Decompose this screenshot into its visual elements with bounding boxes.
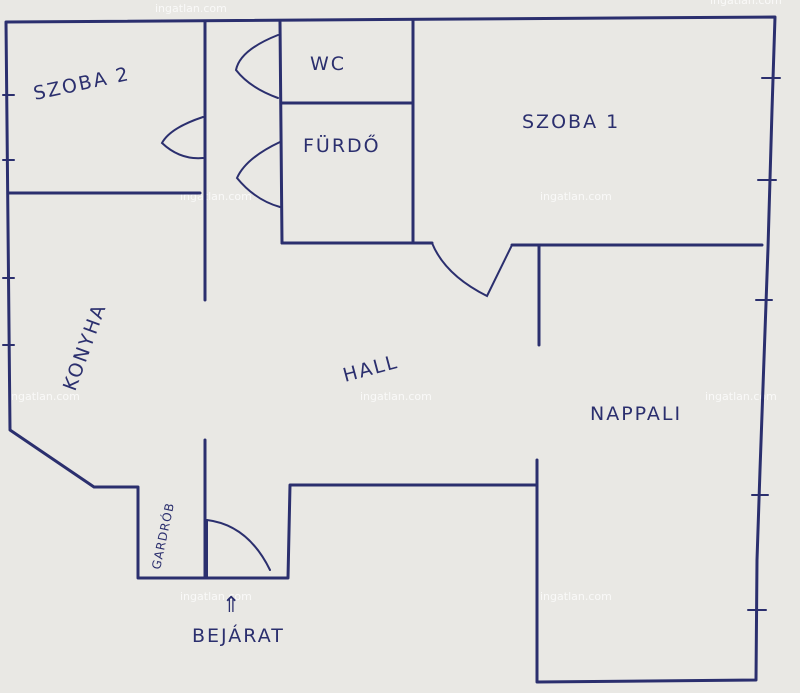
- window-marks: [2, 77, 781, 611]
- watermark-9: ingatlan.com: [540, 590, 612, 603]
- label-entrance: BEJÁRAT: [192, 624, 285, 647]
- label-gardrob: GARDRÓB: [148, 501, 177, 571]
- outer-wall: [4, 15, 777, 684]
- label-hall: HALL: [341, 351, 401, 387]
- door-entrance: [206, 519, 271, 571]
- watermark-2: ingatlan.com: [710, 0, 782, 7]
- room-labels: SZOBA 2 WC SZOBA 1 FÜRDŐ KONYHA HALL NAP…: [31, 53, 682, 571]
- door-furdo: [235, 141, 281, 208]
- label-szoba1: SZOBA 1: [522, 111, 620, 133]
- label-nappali: NAPPALI: [590, 403, 682, 425]
- watermark-4: ingatlan.com: [540, 190, 612, 203]
- entrance-marker: ⇑ BEJÁRAT: [192, 593, 285, 647]
- watermark-7: ingatlan.com: [705, 390, 777, 403]
- wall-wc-left: [278, 20, 284, 245]
- watermarks: ingatlan.com ingatlan.com ingatlan.com i…: [8, 0, 782, 603]
- label-konyha: KONYHA: [59, 300, 111, 393]
- entrance-arrow-icon: ⇑: [222, 593, 242, 618]
- door-wc: [234, 34, 279, 99]
- door-szoba1: [431, 242, 513, 298]
- outer-walls: [4, 15, 777, 684]
- label-szoba2: SZOBA 2: [31, 63, 132, 105]
- interior-walls: [6, 18, 764, 580]
- label-wc: WC: [310, 53, 346, 75]
- door-szoba2: [160, 116, 204, 160]
- watermark-1: ingatlan.com: [155, 2, 227, 15]
- watermark-5: ingatlan.com: [8, 390, 80, 403]
- watermark-6: ingatlan.com: [360, 390, 432, 403]
- doors: [160, 34, 513, 579]
- watermark-8: ingatlan.com: [180, 590, 252, 603]
- label-furdo: FÜRDŐ: [303, 133, 381, 157]
